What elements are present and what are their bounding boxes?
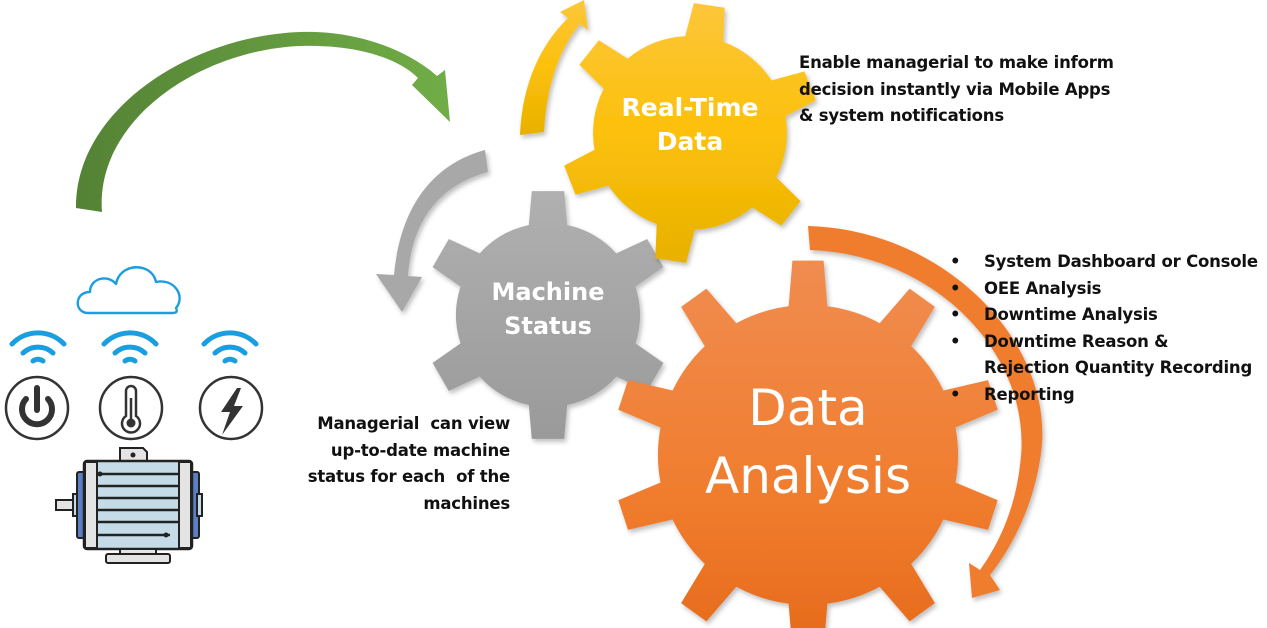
note-line: decision instantly via Mobile Apps [799,79,1111,99]
gear-realtime-shape [564,3,816,263]
note-line: Managerial can view [317,414,510,433]
gear-realtime-data [564,3,816,263]
gear-machine-status [432,191,664,439]
note-line: & system notifications [799,106,1004,125]
note-line: Enable managerial to make inform [799,53,1114,72]
gear-data-analysis [618,260,998,628]
bullet: • [950,331,961,351]
note-line: status for each of the [307,467,510,486]
yellow-curved-arrow [520,0,588,135]
wifi-icon [9,330,67,364]
gear-label-analysis-line2: Analysis [705,447,911,505]
wifi-icon [201,330,259,364]
feature-item: • System Dashboard or Console [940,249,1267,276]
realtime-data-description: Enable managerial to make inform decisio… [799,50,1139,130]
feature-item: • OEE Analysis [940,276,1267,303]
feature-text: Reporting [984,384,1075,404]
note-line: machines [423,493,510,513]
feature-text: System Dashboard or Console [984,252,1258,271]
feature-text: Rejection Quantity Recording [984,358,1253,377]
feature-item: • Reporting [940,382,1267,409]
feature-item: • Downtime Reason & [940,329,1267,356]
gear-label-analysis-line1: Data [748,379,867,437]
feature-text: Downtime Reason & [984,331,1169,351]
note-line: up-to-date machine [330,440,510,460]
electric-motor-icon [55,447,203,564]
gear-label-machine-line1: Machine [492,278,605,306]
gear-label-machine-line2: Status [504,312,592,340]
bullet [940,355,984,382]
lightning-icon [198,375,264,441]
feature-item: • Downtime Analysis [940,302,1267,329]
bullet: • [950,278,961,298]
cloud-icon [76,266,181,315]
bullet: • [950,305,961,324]
feature-text: Downtime Analysis [984,305,1158,324]
thermometer-icon [98,375,164,441]
gear-label-realtime-line2: Data [657,127,723,156]
gear-machine-shape [432,191,664,439]
wifi-icon [101,330,159,364]
green-curved-arrow [75,31,450,213]
gear-label-realtime-line1: Real-Time [622,93,759,122]
machine-status-description: Managerial can view up-to-date machine s… [300,411,510,517]
feature-item: Rejection Quantity Recording [940,355,1267,382]
analysis-feature-list: • System Dashboard or Console • OEE Analys… [940,249,1267,408]
gray-curved-arrow [376,150,488,312]
gear-analysis-shape [618,260,998,628]
orange-curved-arrow [808,226,1043,598]
bullet: • [950,384,961,404]
feature-text: OEE Analysis [984,278,1102,298]
power-icon [4,375,70,441]
bullet: • [950,252,961,271]
